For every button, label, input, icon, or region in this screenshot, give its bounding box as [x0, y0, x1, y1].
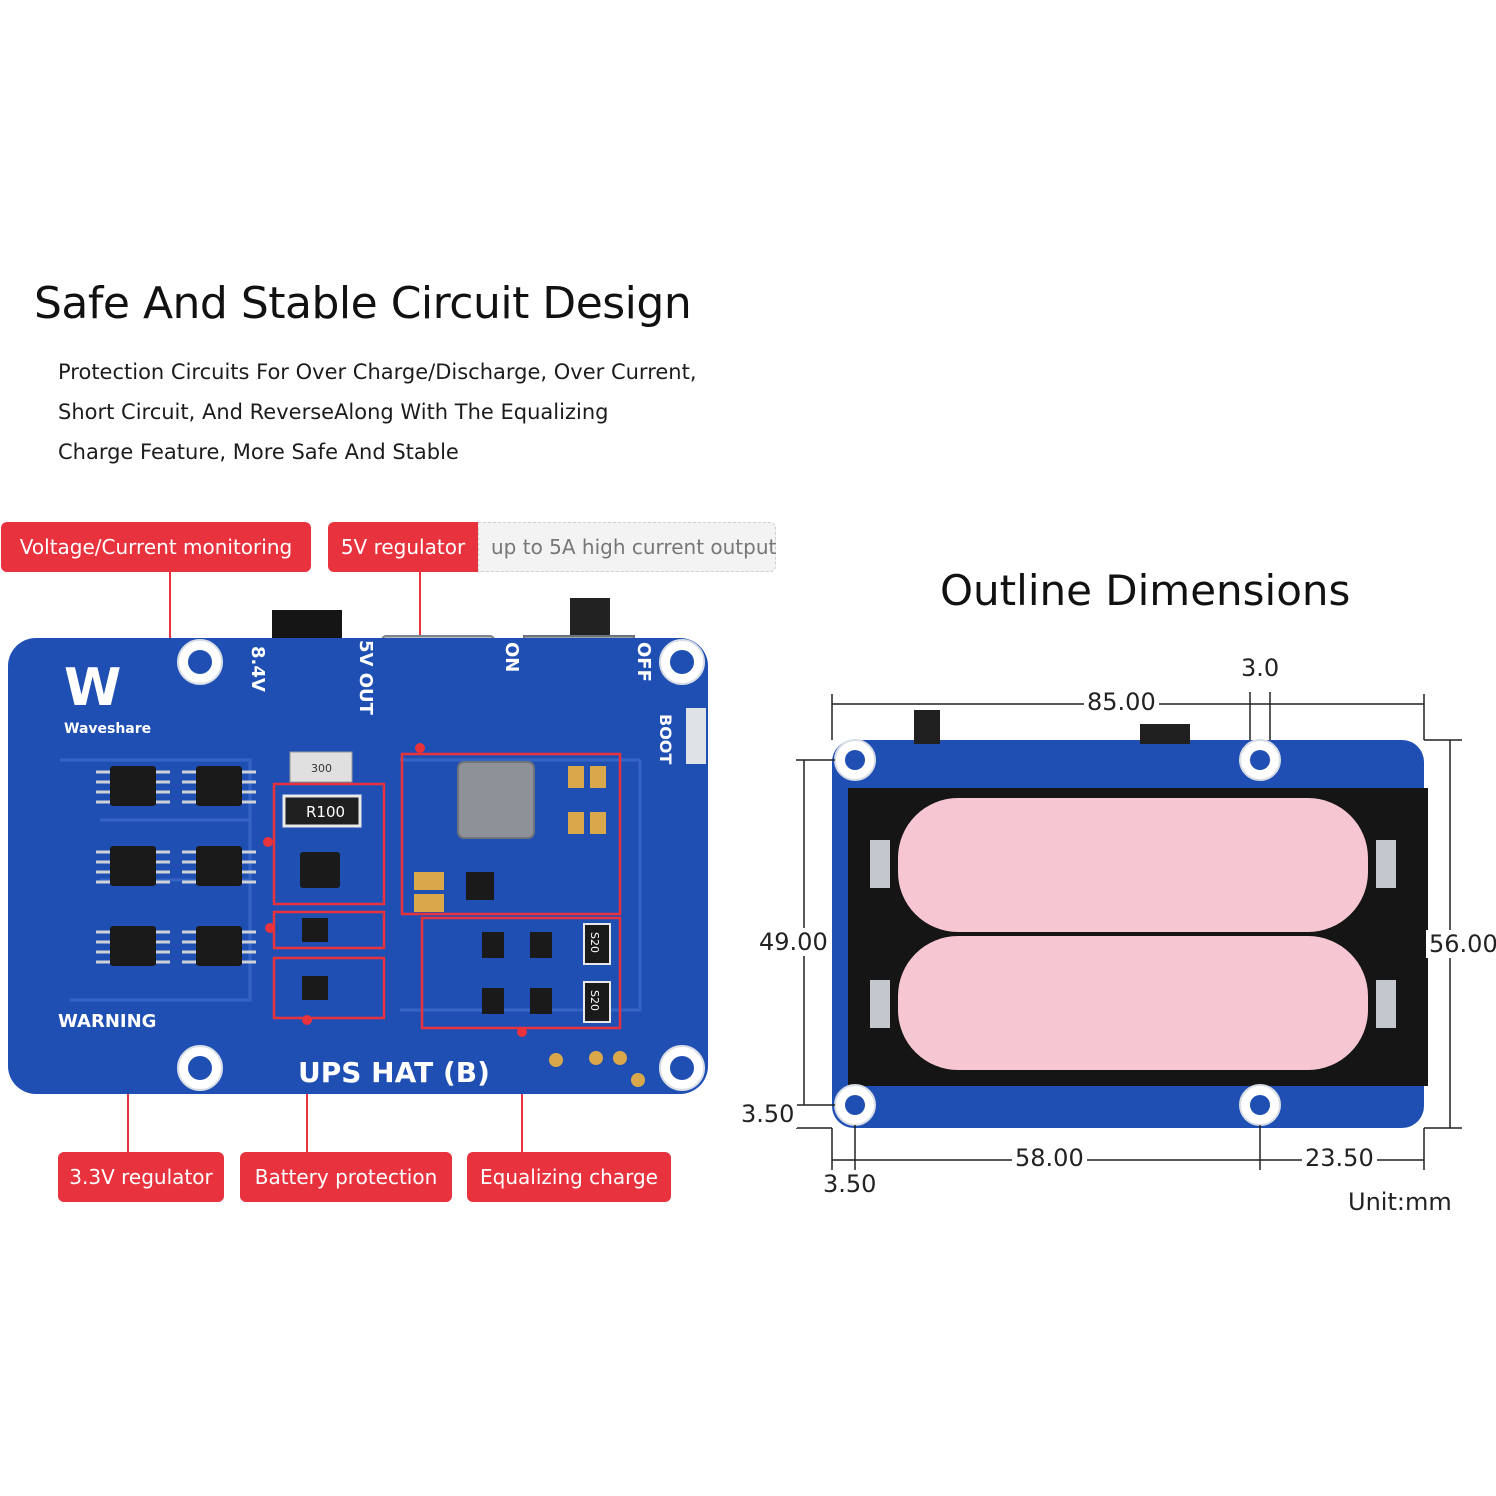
- silk-on: ON: [501, 642, 522, 672]
- cap-marking: 300: [311, 762, 332, 775]
- callout-battery-protection: Battery protection: [240, 1152, 452, 1202]
- pcb: [8, 638, 708, 1094]
- resistor-marking: R100: [306, 803, 345, 821]
- callout-5v-regulator: 5V regulator: [328, 522, 478, 572]
- svg-text:S20: S20: [588, 932, 601, 953]
- warning-label: WARNING: [58, 1011, 156, 1032]
- silk-boot: BOOT: [656, 714, 675, 764]
- callout-voltage-current: Voltage/Current monitoring: [1, 522, 311, 572]
- outline-drawing: [796, 692, 1462, 1170]
- outline-title: Outline Dimensions: [940, 566, 1351, 615]
- callout-5v-note: up to 5A high current output: [478, 522, 776, 572]
- silk-off: OFF: [633, 642, 654, 682]
- dim-width: 85.00: [1084, 688, 1159, 716]
- description-line: Protection Circuits For Over Charge/Disc…: [58, 360, 697, 384]
- dim-edge-offset-v: 3.50: [738, 1100, 798, 1128]
- battery-cell: [898, 936, 1368, 1070]
- silk-8v4: 8.4V: [247, 646, 268, 692]
- sense-resistor: [282, 794, 362, 828]
- dim-hole-spacing-v: 49.00: [756, 928, 831, 956]
- board-model: UPS HAT (B): [298, 1056, 490, 1089]
- capacitor: [289, 751, 353, 783]
- diodes: S20 S20: [583, 923, 611, 1023]
- dim-edge-offset-h: 3.50: [820, 1170, 880, 1198]
- ups-board-illustration: W Waveshare 8.4V 5V OUT ON OFF BOOT 300 …: [8, 572, 708, 1152]
- dim-hole-spacing-h: 58.00: [1012, 1144, 1087, 1172]
- dim-height: 56.00: [1426, 930, 1496, 958]
- inductor: [457, 761, 535, 839]
- brand-text: Waveshare: [64, 721, 151, 737]
- dim-hole-diameter: 3.0: [1238, 654, 1283, 682]
- boot-button: [686, 708, 706, 764]
- description: Protection Circuits For Over Charge/Disc…: [58, 352, 697, 472]
- page-title: Safe And Stable Circuit Design: [34, 278, 692, 329]
- silk-5v-out: 5V OUT: [355, 640, 376, 716]
- description-line: Short Circuit, And ReverseAlong With The…: [58, 400, 609, 424]
- waveshare-logo: W: [64, 658, 121, 718]
- callout-3v3-regulator: 3.3V regulator: [58, 1152, 224, 1202]
- unit-label: Unit:mm: [1348, 1188, 1452, 1216]
- callout-equalizing-charge: Equalizing charge: [467, 1152, 671, 1202]
- switch-lever: [570, 598, 610, 640]
- svg-text:S20: S20: [588, 990, 601, 1011]
- battery-cell: [898, 798, 1368, 932]
- monitor-ics: [96, 766, 256, 966]
- dim-right-offset: 23.50: [1302, 1144, 1377, 1172]
- description-line: Charge Feature, More Safe And Stable: [58, 440, 459, 464]
